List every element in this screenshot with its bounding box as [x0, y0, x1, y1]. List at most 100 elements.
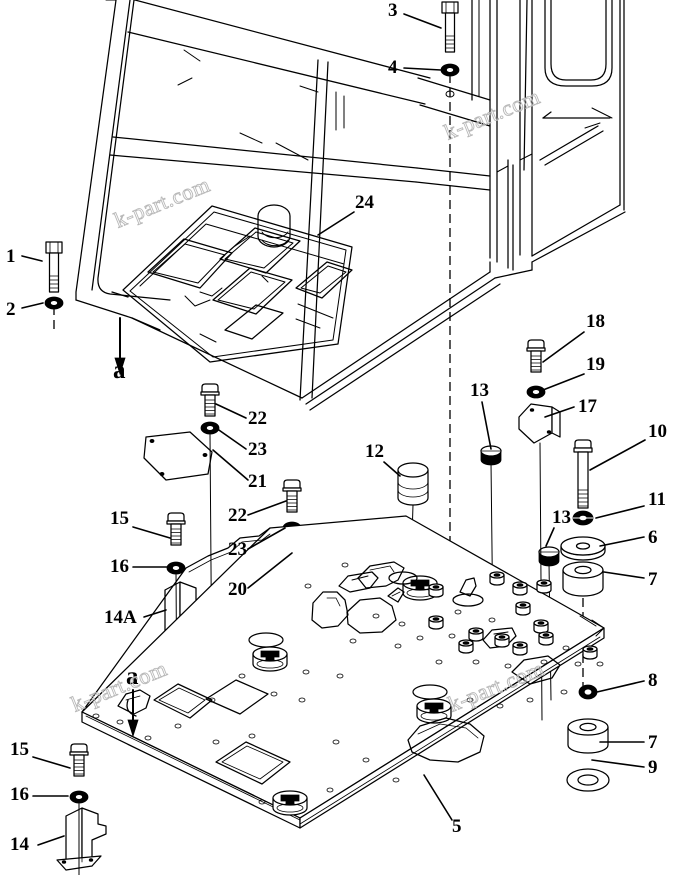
callout-label-13: 13	[470, 380, 489, 401]
part-10-long-mounting-bolt	[573, 439, 593, 509]
callout-leader-20	[247, 552, 293, 589]
callout-label-17: 17	[578, 396, 598, 417]
plate-cutout-1	[311, 591, 349, 629]
callout-leader-15b	[32, 756, 71, 769]
watermark: k-part.com	[441, 84, 544, 145]
section-marker-a-lower	[127, 689, 139, 738]
callout-leader-14A	[143, 609, 167, 618]
callout-leader-6	[599, 536, 645, 547]
part-11-lock-washer	[572, 510, 594, 526]
part-9-rubber-ring	[566, 768, 610, 792]
plate-cutout-8	[511, 655, 561, 685]
callout-label-19: 19	[586, 354, 605, 375]
callout-label-15b: 15	[10, 739, 29, 760]
part-8-small-washer	[578, 684, 598, 700]
callout-leader-2	[21, 302, 44, 309]
callout-leader-14	[37, 835, 65, 846]
callout-label-20: 20	[228, 579, 247, 600]
callout-layer: 123456787910111213131414A151615161718192…	[6, 0, 667, 855]
plate-grommet-b	[416, 698, 452, 724]
plate-cutout-4	[153, 683, 213, 719]
plate-cutout-2	[346, 597, 397, 634]
callout-leader-7	[603, 571, 645, 579]
part-5-floor-plate	[81, 515, 605, 829]
callout-leader-22b	[247, 500, 287, 516]
callout-label-7: 7	[648, 569, 658, 590]
callout-label-14: 14	[10, 834, 30, 855]
callout-leader-3	[403, 13, 442, 29]
part-22-cover-bolt-upper	[200, 383, 220, 417]
plate-opening-2	[452, 593, 484, 607]
callout-leader-21	[212, 449, 249, 481]
part-12-rubber-plug	[397, 462, 429, 506]
callout-label-16b: 16	[10, 784, 29, 805]
part-14-support-bracket	[56, 807, 107, 871]
section-letter: a	[126, 663, 139, 690]
callout-leader-13	[481, 401, 492, 450]
plate-cutout-7	[407, 717, 485, 763]
part-18-angle-bracket-bolt	[526, 339, 546, 373]
callout-leader-5	[423, 774, 453, 821]
section-marker-a-upper	[114, 317, 126, 376]
part-7-rubber-cushion-lower	[567, 718, 609, 754]
watermark: k-part.com	[111, 172, 214, 233]
plate-cutout-6	[205, 679, 269, 715]
callout-label-9: 9	[648, 757, 658, 778]
part-1-cab-mount-bolt-upper	[45, 241, 63, 293]
part-15-bracket-bolt-lower	[69, 743, 89, 777]
callout-label-12: 12	[365, 441, 384, 462]
part-15-bracket-bolt-upper	[166, 512, 186, 546]
plate-linkage	[387, 587, 405, 603]
callout-label-22b: 22	[228, 505, 247, 526]
callout-label-4: 4	[388, 57, 398, 78]
callout-leader-4	[403, 67, 442, 71]
plate-cutout-5	[215, 741, 291, 785]
callout-label-24: 24	[355, 192, 375, 213]
callout-label-23: 23	[248, 439, 267, 460]
section-letter: a	[113, 357, 126, 384]
callout-leader-12	[383, 461, 401, 477]
callout-label-7b: 7	[648, 732, 658, 753]
callout-label-10: 10	[648, 421, 667, 442]
callout-label-16: 16	[110, 556, 129, 577]
axis-hole-marker	[445, 90, 455, 98]
section-letter-layer: aa	[113, 357, 139, 690]
part-19-angle-bracket-washer	[526, 385, 546, 399]
callout-leader-22	[215, 403, 247, 419]
callout-label-21: 21	[248, 471, 267, 492]
callout-label-6: 6	[648, 527, 658, 548]
part-3-cab-mount-bolt-rear	[441, 1, 459, 53]
cab-frame-assembly	[75, 0, 626, 411]
plate-grommet-a	[252, 646, 288, 672]
callout-leader-18	[542, 331, 585, 363]
callout-label-1: 1	[6, 246, 16, 267]
floor-mat-24	[122, 204, 353, 363]
callout-label-8: 8	[648, 670, 658, 691]
callout-label-15: 15	[110, 508, 129, 529]
callout-label-13b: 13	[552, 507, 571, 528]
part-17-angle-bracket	[518, 403, 561, 444]
part-7-rubber-cushion-upper	[562, 561, 604, 597]
plate-opening-1	[388, 571, 418, 585]
callout-label-2: 2	[6, 299, 16, 320]
plate-tab-1	[338, 571, 379, 593]
callout-leader-9	[591, 759, 645, 768]
callout-leader-1	[21, 255, 43, 262]
callout-leader-15	[132, 526, 171, 539]
callout-label-18: 18	[586, 311, 605, 332]
callout-leader-23	[215, 427, 247, 450]
part-6-flat-washer-large	[560, 536, 606, 561]
plate-grommet-c	[272, 790, 308, 816]
plate-tab-2	[459, 577, 477, 597]
plate-hole-group	[92, 562, 604, 805]
callout-leader-19	[542, 373, 585, 391]
callout-leader-24	[317, 211, 355, 236]
callout-label-22: 22	[248, 408, 267, 429]
callout-label-14A: 14A	[104, 607, 137, 628]
callout-leader-23b	[247, 527, 286, 550]
callout-leader-13b	[545, 527, 555, 547]
part-21-cover-plate-left	[143, 431, 213, 481]
callout-label-5: 5	[452, 816, 462, 837]
callout-label-11: 11	[648, 489, 666, 510]
